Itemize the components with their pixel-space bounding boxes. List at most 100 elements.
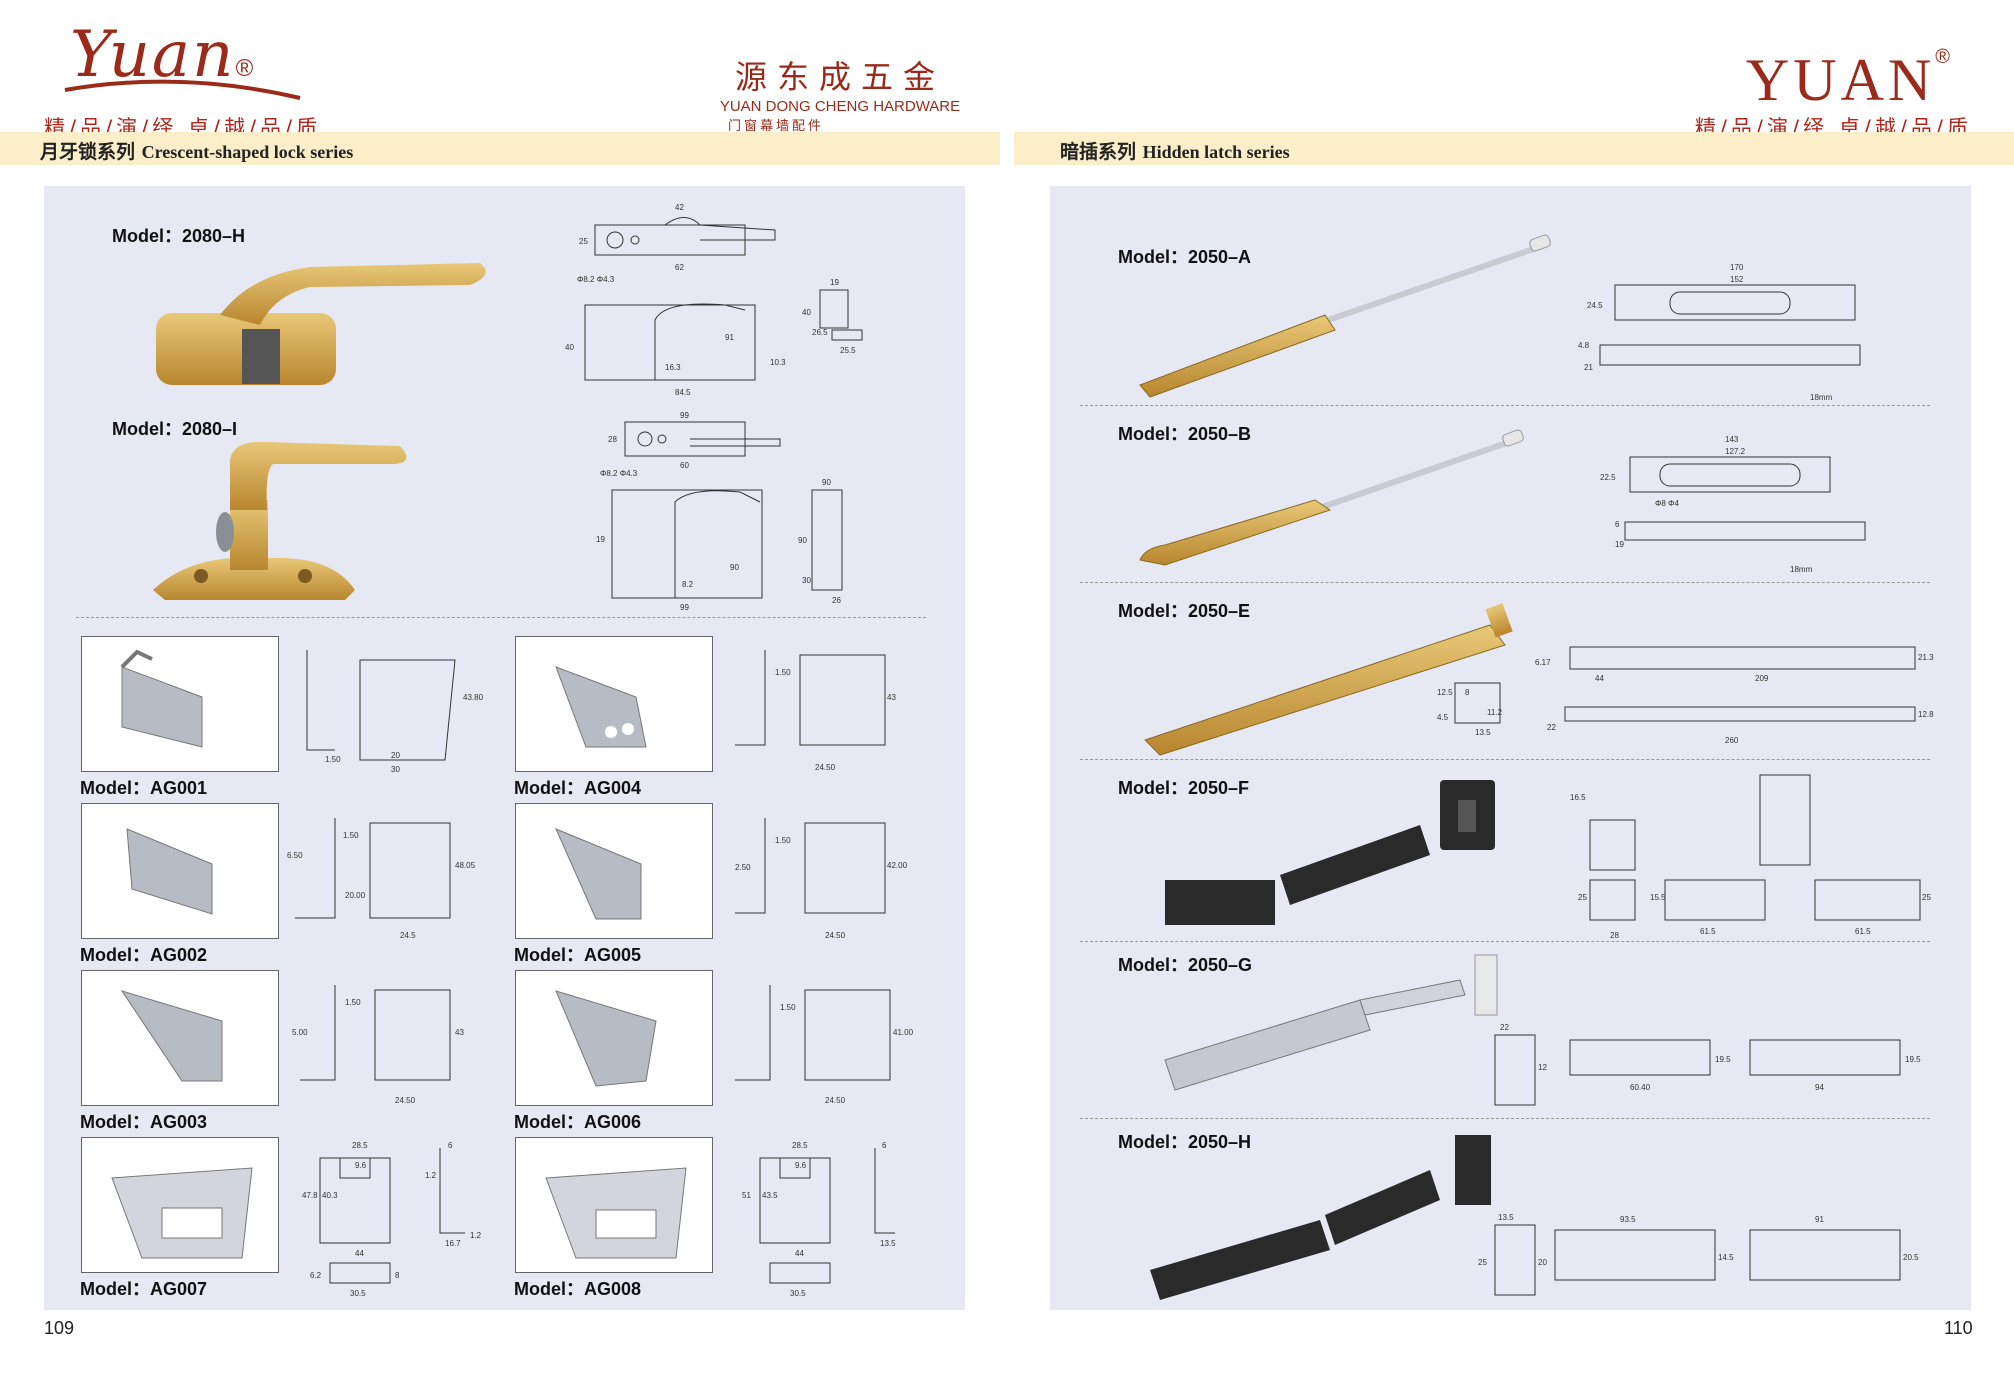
dim-label: 30.5 [790, 1289, 806, 1298]
model-label-2080h: Model：2080–H [112, 226, 246, 246]
dim-label: 4.5 [1437, 713, 1449, 722]
product-photo-2050b [1139, 429, 1524, 566]
model-label-ag003: Model：AG003 [80, 1112, 208, 1132]
dim-label: 42 [675, 203, 684, 212]
drawing-ag002: 6.50 1.50 48.05 20.00 24.5 [287, 818, 476, 940]
dim-label: 22.5 [1600, 473, 1616, 482]
dim-label: 90 [798, 536, 807, 545]
bracket-shape [555, 990, 657, 1087]
dim-label: 19 [596, 535, 605, 544]
dim-label: 24.50 [825, 1096, 846, 1105]
model-label-ag007: Model：AG007 [80, 1279, 208, 1299]
dim-label: 16.7 [445, 1239, 461, 1248]
dim-label: 99 [680, 603, 689, 612]
drawing-ag005: 1.50 2.50 42.00 24.50 [735, 818, 908, 940]
dim-label: 24.5 [1587, 301, 1603, 310]
model-label-2050f: Model：2050–F [1118, 778, 1250, 798]
drawing-ag003: 1.50 5.00 43 24.50 [292, 985, 464, 1105]
dim-label: 25 [1922, 893, 1931, 902]
dim-label: 91 [725, 333, 734, 342]
dim-label: 60.40 [1630, 1083, 1651, 1092]
model-label-2050b: Model：2050–B [1118, 424, 1252, 444]
dim-label: 20 [1538, 1258, 1547, 1267]
dim-label: 84.5 [675, 388, 691, 397]
dim-label: 127.2 [1725, 447, 1746, 456]
product-photo-2050e [1144, 603, 1513, 756]
dim-label: Φ8 Φ4 [1655, 499, 1679, 508]
dim-label: 25 [1478, 1258, 1487, 1267]
dim-label: 170 [1730, 263, 1744, 272]
dim-label: 61.5 [1700, 927, 1716, 936]
model-label-ag006: Model：AG006 [514, 1112, 642, 1132]
product-photo-ag004 [515, 636, 713, 772]
dim-label: 10.3 [770, 358, 786, 367]
bracket-shape [111, 1167, 253, 1259]
dim-label: 18mm [1790, 565, 1813, 574]
dim-label: 91 [1815, 1215, 1824, 1224]
dim-label: 51 [742, 1191, 751, 1200]
dim-label: 62 [675, 263, 684, 272]
product-photo-2050f [1165, 780, 1495, 925]
dim-label: 9.6 [355, 1161, 367, 1170]
dim-label: 28.5 [792, 1141, 808, 1150]
model-label-2050e: Model：2050–E [1118, 601, 1251, 621]
dim-label: 13.5 [1475, 728, 1491, 737]
model-label-ag005: Model：AG005 [514, 945, 642, 965]
dim-label: 43 [887, 693, 896, 702]
dim-label: 12 [1538, 1063, 1547, 1072]
page-number-left: 109 [44, 1318, 75, 1338]
bracket-shape [120, 649, 203, 748]
dim-label: 94 [1815, 1083, 1824, 1092]
model-label-ag001: Model：AG001 [80, 778, 208, 798]
dim-label: 6 [448, 1141, 453, 1150]
drawing-2080i-side: 90 90 30 26 [798, 478, 843, 605]
dim-label: 24.50 [395, 1096, 416, 1105]
model-label-2050h: Model：2050–H [1118, 1132, 1252, 1152]
dim-label: 12.8 [1918, 710, 1934, 719]
dim-label: 25 [579, 237, 588, 246]
product-photo-ag002 [81, 803, 279, 939]
model-label-ag004: Model：AG004 [514, 778, 642, 798]
product-photo-ag006 [515, 970, 713, 1106]
yuan-block-logo: YUAN® [1746, 46, 1954, 115]
section-title-en: Crescent-shaped lock series [141, 142, 354, 162]
dim-label: 11.2 [1487, 708, 1503, 717]
dim-label: 22 [1500, 1023, 1509, 1032]
dim-label: 40 [565, 343, 574, 352]
product-photo-ag007 [81, 1137, 279, 1273]
product-photo-2050h [1150, 1135, 1491, 1300]
drawing-ag006: 1.50 41.00 24.50 [735, 985, 914, 1105]
dim-label: 209 [1755, 674, 1769, 683]
drawing-ag004: 1.50 43 24.50 [735, 650, 896, 772]
divider [1080, 759, 1930, 760]
divider [1080, 405, 1930, 406]
model-label-ag002: Model：AG002 [80, 945, 208, 965]
dim-label: 21 [1584, 363, 1593, 372]
dim-label: 90 [822, 478, 831, 487]
dim-label: 43 [455, 1028, 464, 1037]
yuan-script-logo: Yuan® [70, 18, 320, 108]
dim-label: 14.5 [1718, 1253, 1734, 1262]
logo-text: YUAN [1745, 47, 1936, 113]
model-label-2050g: Model：2050–G [1118, 955, 1253, 975]
registered-mark: ® [1935, 46, 1954, 68]
divider [76, 617, 926, 618]
dim-label: 25.5 [840, 346, 856, 355]
drawing-ag008: 28.5 9.6 51 43.5 6 44 13.5 30.5 [742, 1141, 896, 1298]
section-band-right [1014, 132, 2014, 165]
bracket-shape [120, 990, 223, 1082]
dim-label: 41.00 [893, 1028, 914, 1037]
dim-label: 28 [1610, 931, 1619, 940]
dim-label: 4.8 [1578, 341, 1590, 350]
dim-label: 13.5 [880, 1239, 896, 1248]
product-photo-ag001 [81, 636, 279, 772]
dim-label: 1.50 [775, 836, 791, 845]
drawing-2050b: 143 127.2 22.5 Φ8 Φ4 6 19 18mm [1600, 435, 1866, 574]
dim-label: 28 [608, 435, 617, 444]
dim-label: 15.5 [1650, 893, 1666, 902]
dim-label: 1.50 [345, 998, 361, 1007]
bracket-shape [555, 828, 642, 920]
dim-label: 12.5 [1437, 688, 1453, 697]
dim-label: 1.50 [775, 668, 791, 677]
section-title-right: 暗插系列 Hidden latch series [1060, 137, 1290, 164]
